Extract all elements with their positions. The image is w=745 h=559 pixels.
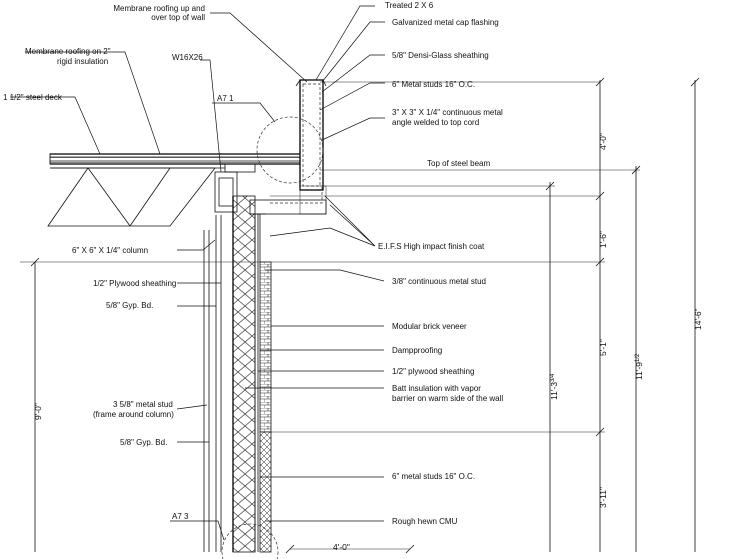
label-top-beam: Top of steel beam — [427, 159, 490, 168]
label-angle-1: 3" X 3" X 1/4" continuous metal — [392, 108, 503, 117]
label-batt-1: Batt insulation with vapor — [392, 384, 481, 393]
dim-11-3-34: 11'-33/4 — [549, 373, 559, 400]
detail-circle-a7-1 — [256, 116, 324, 184]
leader-lines — [10, 5, 385, 541]
label-deck: 1 1/2" steel deck — [3, 93, 63, 102]
label-gyp-top: 5/8" Gyp. Bd. — [106, 301, 153, 310]
label-galv: Galvanized metal cap flashing — [392, 18, 499, 27]
dim-4-0-bottom: 4'-0" — [333, 542, 350, 552]
parapet — [249, 79, 327, 215]
label-plywood-right: 1/2" plywood sheathing — [392, 367, 474, 376]
roof-assembly — [47, 153, 301, 227]
dim-11-9-12: 11'-91/2 — [634, 353, 644, 380]
label-membrane-up-2: over top of wall — [151, 13, 205, 22]
callout-labels: Membrane roofing up and over top of wall… — [3, 1, 503, 526]
brick-veneer — [259, 261, 272, 433]
label-membrane-on-2: rigid insulation — [57, 57, 108, 66]
label-a73: A7 3 — [172, 512, 189, 521]
label-plywood-left: 1/2" Plywood sheathing — [93, 279, 176, 288]
dim-9-0: 9'-0" — [33, 403, 43, 420]
label-stud-frame-1: 3 5/8" metal stud — [113, 400, 173, 409]
dim-4-0: 4'-0" — [598, 133, 608, 150]
wall-assembly — [203, 195, 279, 559]
steel-deck — [49, 153, 301, 165]
label-densi: 5/8" Densi-Glass sheathing — [392, 51, 489, 60]
dim-1-6: 1'-6" — [598, 231, 608, 248]
label-studs-bottom: 6" metal studs 16" O.C. — [392, 472, 475, 481]
label-stud-frame-2: (frame around column) — [93, 410, 174, 419]
dim-14-6: 14'-6" — [693, 308, 703, 330]
label-membrane-on-1: Membrane roofing on 2" — [25, 47, 111, 56]
label-eifs: E.I.F.S High impact finish coat — [378, 242, 485, 251]
batt-insulation — [232, 195, 256, 553]
cmu-block — [259, 431, 272, 553]
label-damp: Dampproofing — [392, 346, 442, 355]
dim-3-11: 3'-11" — [598, 487, 608, 508]
label-cmu: Rough hewn CMU — [392, 517, 458, 526]
dimension-lines — [30, 77, 700, 554]
dimension-labels: 4'-0" 1'-6" 5'-1" 3'-11" 11'-33/4 11'-91… — [33, 133, 703, 552]
label-a71: A7 1 — [217, 94, 234, 103]
label-cont-stud: 3/8" continuous metal stud — [392, 277, 486, 286]
label-studs-top: 6" Metal studs 16" O.C. — [392, 80, 475, 89]
label-membrane-up-1: Membrane roofing up and — [113, 4, 205, 13]
joist-truss — [47, 167, 216, 227]
label-batt-2: barrier on warm side of the wall — [392, 394, 503, 403]
label-treated: Treated 2 X 6 — [385, 1, 434, 10]
label-w16: W16X26 — [172, 53, 203, 62]
label-brick: Modular brick veneer — [392, 322, 467, 331]
label-column: 6" X 6" X 1/4" column — [72, 246, 148, 255]
detail-circle-a7-3 — [221, 523, 279, 559]
dim-5-1: 5'-1" — [598, 339, 608, 356]
label-gyp-bottom: 5/8" Gyp. Bd. — [120, 438, 167, 447]
reference-lines — [20, 81, 640, 550]
label-angle-2: angle welded to top cord — [392, 118, 479, 127]
steel-column — [214, 171, 238, 213]
